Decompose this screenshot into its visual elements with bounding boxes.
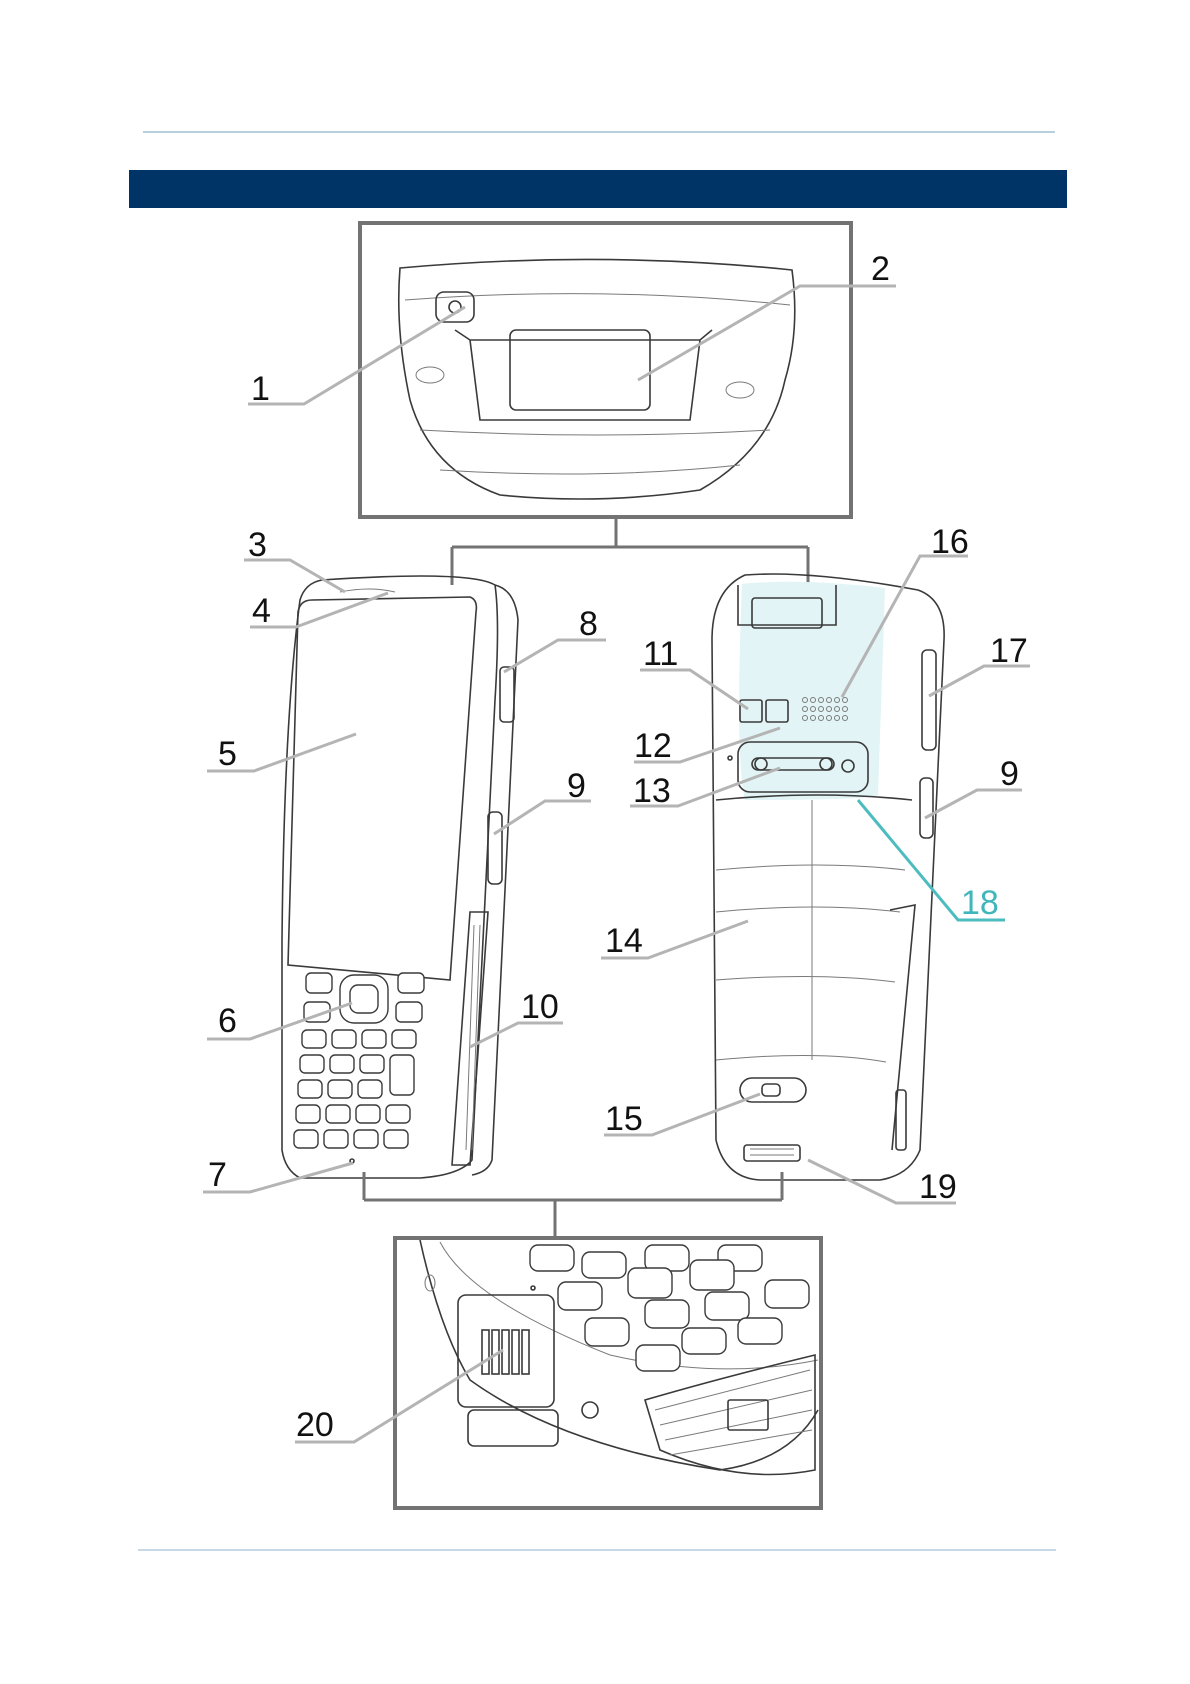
- callout-label: 12: [634, 727, 672, 765]
- callout-label: 9: [1000, 755, 1019, 793]
- callout-1: 1: [248, 307, 465, 408]
- device-bottom-view: [420, 1240, 818, 1475]
- callout-10: 10: [470, 988, 563, 1047]
- device-top-view: [399, 259, 795, 499]
- callout-label: 17: [990, 632, 1028, 670]
- callout-14: 14: [601, 921, 748, 960]
- callout-2: 2: [638, 250, 896, 380]
- callout-label: 8: [579, 605, 598, 643]
- callout-8: 8: [504, 605, 606, 672]
- connector-bottom: [364, 1172, 782, 1238]
- callout-9-back: 9: [925, 755, 1022, 818]
- callout-label: 19: [919, 1168, 957, 1206]
- callout-label: 10: [521, 988, 559, 1026]
- callout-label: 15: [605, 1100, 643, 1138]
- callout-label: 7: [208, 1156, 227, 1194]
- callout-7: 7: [203, 1156, 353, 1194]
- callout-label: 20: [296, 1406, 334, 1444]
- pogo-pins: [482, 1330, 529, 1374]
- callout-label: 13: [633, 772, 671, 810]
- callout-label: 5: [218, 735, 237, 773]
- callout-label: 4: [252, 592, 271, 630]
- top-view-frame: [360, 223, 851, 517]
- callout-label: 2: [871, 250, 890, 288]
- footer-rule: [138, 1549, 1056, 1551]
- callout-label: 11: [643, 635, 678, 673]
- callout-5: 5: [207, 734, 356, 773]
- callout-4: 4: [250, 592, 388, 630]
- callout-11: 11: [640, 635, 748, 709]
- callout-label: 18: [961, 884, 999, 922]
- callout-20: 20: [295, 1350, 503, 1444]
- device-front-view: [282, 576, 518, 1178]
- callout-3: 3: [244, 526, 345, 592]
- callout-label: 14: [605, 922, 643, 960]
- callout-label: 1: [251, 370, 270, 408]
- callout-label: 6: [218, 1002, 237, 1040]
- keypad: [294, 973, 424, 1148]
- bottom-keys: [530, 1245, 809, 1371]
- callout-15: 15: [604, 1094, 760, 1138]
- callout-label: 9: [567, 767, 586, 805]
- callout-19: 19: [808, 1160, 957, 1206]
- callout-label: 3: [248, 526, 267, 564]
- device-back-view: [712, 574, 944, 1180]
